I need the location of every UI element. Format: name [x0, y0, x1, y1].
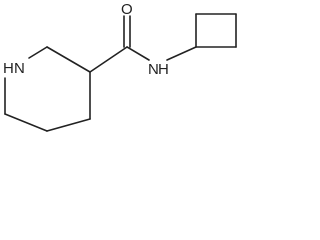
- structure-diagram: O N H H N: [3, 1, 237, 132]
- piperidine-ring: [4, 46, 91, 132]
- cyclobutyl-ring: [166, 13, 237, 61]
- carboxamide-group: [89, 15, 150, 73]
- amide-hydrogen-label: H: [158, 61, 169, 78]
- bond-nh-cyclobutyl: [166, 46, 197, 61]
- bond-c4-c5: [46, 118, 91, 132]
- bond-c3-carbonyl: [89, 46, 128, 73]
- oxygen-label: O: [121, 1, 133, 18]
- ring-hydrogen-label: H: [3, 60, 14, 77]
- ring-nitrogen-label: N: [14, 60, 25, 77]
- bond-n1-c2: [28, 46, 48, 59]
- bond-c5-c6: [4, 113, 48, 132]
- bond-c2-c3: [46, 46, 91, 73]
- amide-nitrogen-label: N: [148, 61, 159, 78]
- bond-carbonyl-nitrogen: [126, 46, 150, 61]
